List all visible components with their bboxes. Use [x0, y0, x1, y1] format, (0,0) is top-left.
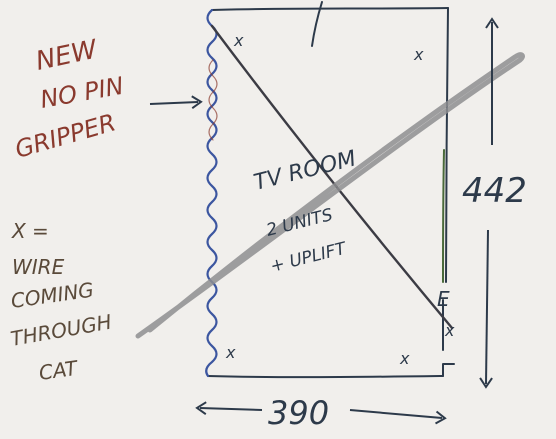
- legend-label-line3: COMING: [9, 278, 95, 313]
- diagonal-lines: [135, 24, 525, 339]
- gripper-label-line1: NEW: [33, 34, 101, 76]
- room-bottom-edge: [207, 375, 444, 379]
- x-mark-right-mid: x: [444, 321, 455, 340]
- gripper-label-line3: GRIPPER: [12, 108, 119, 163]
- gripper-arrow: [149, 95, 203, 110]
- door-swing-mark: [311, 1, 323, 47]
- diagonal-top-left-bottom-right: [210, 24, 454, 330]
- gripper-label-line2: NO PIN: [38, 72, 126, 114]
- room-label-line3: + UPLIFT: [268, 238, 349, 276]
- legend-label-line1: X =: [11, 219, 49, 243]
- room-right-edge-color: [442, 149, 445, 283]
- room-outline: [205, 1, 455, 379]
- x-mark-top-left: x: [233, 31, 244, 50]
- legend-label: X = WIRE COMING THROUGH CAT: [9, 219, 114, 385]
- width-arrow-right: [349, 409, 447, 425]
- gripper-wavy-wall: [205, 8, 218, 378]
- gripper-wavy-wall-red: [208, 59, 218, 141]
- gripper-label: NEW NO PIN GRIPPER: [12, 34, 126, 163]
- x-mark-top-right: x: [413, 45, 424, 64]
- legend-label-line5: CAT: [37, 356, 80, 385]
- height-arrow-bottom: [479, 229, 493, 389]
- room-top-edge: [211, 7, 449, 11]
- room-bottom-step: [442, 363, 455, 377]
- legend-label-line4: THROUGH: [9, 310, 114, 351]
- wall-mark-e: E: [437, 287, 450, 311]
- width-dimension-value: 390: [268, 394, 329, 432]
- x-mark-bottom-left: x: [225, 343, 236, 362]
- height-dimension: 442: [462, 17, 527, 389]
- width-dimension: 390: [195, 394, 447, 432]
- height-dimension-value: 442: [462, 171, 527, 211]
- diagonal-long-gray-stroke: [135, 52, 525, 339]
- width-arrow-left: [195, 401, 263, 416]
- wire-marks: x x x x x: [225, 31, 455, 368]
- legend-label-line2: WIRE: [12, 255, 65, 279]
- room-label: TV ROOM 2 UNITS + UPLIFT: [251, 146, 358, 277]
- x-mark-bottom-right: x: [399, 349, 410, 368]
- room-right-edge: [445, 7, 449, 283]
